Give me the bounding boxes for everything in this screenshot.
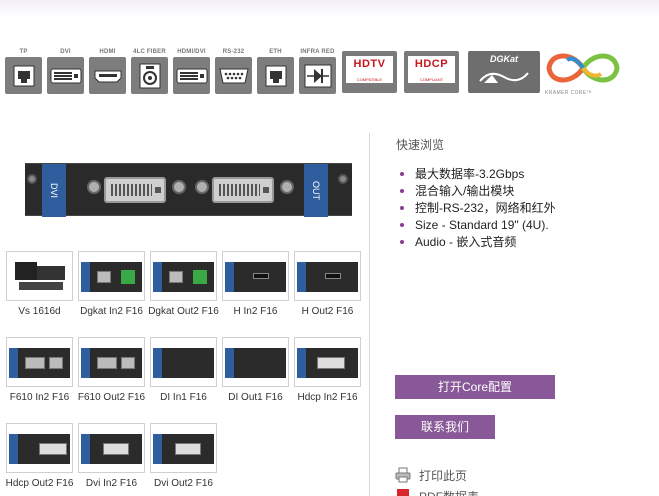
ethernet-connector-icon: ETH bbox=[257, 48, 294, 94]
connector-label: TP bbox=[19, 49, 28, 55]
thumbnail-caption[interactable]: H In2 F16 bbox=[233, 306, 278, 317]
thumbnail-caption[interactable]: H Out2 F16 bbox=[301, 306, 354, 317]
hdtv-badge-subtext: COMPATIBLE bbox=[356, 77, 383, 82]
thumbnail-caption[interactable]: Dvi Out2 F16 bbox=[154, 478, 213, 489]
connector-label: 4LC FIBER bbox=[133, 49, 166, 55]
column-divider bbox=[369, 133, 370, 496]
connector-label: RS-232 bbox=[222, 49, 245, 55]
connector-label: DVI bbox=[60, 49, 71, 55]
pdf-datasheet-link[interactable]: PDF数据表 bbox=[395, 488, 479, 496]
screw-icon bbox=[338, 174, 348, 184]
thumbnail-caption[interactable]: Hdcp Out2 F16 bbox=[5, 478, 74, 489]
out-label: OUT bbox=[311, 181, 321, 200]
dvi-port-icon bbox=[212, 177, 274, 203]
hdmi-connector-icon: HDMI bbox=[89, 48, 126, 94]
hdcp-badge-subtext: COMPLIANT bbox=[419, 77, 444, 82]
product-main-image: DVI OUT bbox=[25, 163, 352, 217]
dvi-port-icon bbox=[104, 177, 166, 203]
thumbnail-caption[interactable]: Dgkat In2 F16 bbox=[80, 306, 143, 317]
screw-icon bbox=[195, 180, 209, 194]
feature-item: 混合输入/输出模块 bbox=[399, 183, 556, 200]
fiber-connector-icon: 4LC FIBER bbox=[131, 48, 168, 94]
printer-icon bbox=[395, 467, 411, 483]
screw-icon bbox=[27, 174, 37, 184]
rs232-connector-icon: RS-232 bbox=[215, 48, 252, 94]
connector-label: HDMI bbox=[99, 49, 116, 55]
print-page-link[interactable]: 打印此页 bbox=[395, 466, 467, 484]
thumbnail-caption[interactable]: Dgkat Out2 F16 bbox=[148, 306, 219, 317]
hdcp-badge: HDCP COMPLIANT bbox=[404, 51, 459, 93]
dvi-label: DVI bbox=[49, 182, 59, 198]
kramer-core-text: KRAMER CORE™ bbox=[545, 90, 593, 96]
dgkat-cat-icon bbox=[479, 72, 529, 83]
out-label-strip: OUT bbox=[304, 164, 328, 217]
screw-icon bbox=[87, 180, 101, 194]
kramer-core-logo: KRAMER CORE™ bbox=[543, 48, 623, 96]
feature-item: 最大数据率-3.2Gbps bbox=[399, 166, 556, 183]
thumbnail-caption[interactable]: DI In1 F16 bbox=[160, 392, 207, 403]
connector-label: HDMI/DVI bbox=[177, 49, 206, 55]
tp-rj45-icon: TP bbox=[5, 48, 42, 94]
feature-item: 控制-RS-232，网络和红外 bbox=[399, 200, 556, 217]
quick-view-title: 快速浏览 bbox=[396, 138, 445, 152]
connector-label: ETH bbox=[269, 49, 282, 55]
thumbnail-caption[interactable]: Vs 1616d bbox=[18, 306, 61, 317]
pdf-icon bbox=[397, 489, 409, 496]
hdcp-badge-text: HDCP bbox=[414, 58, 449, 70]
dvi-label-strip: DVI bbox=[42, 164, 66, 217]
thumbnail-caption[interactable]: Dvi In2 F16 bbox=[85, 478, 138, 489]
dvi-connector-icon: DVI bbox=[47, 48, 84, 94]
dgkat-badge: DGKat bbox=[468, 51, 540, 93]
thumbnail-caption[interactable]: F610 Out2 F16 bbox=[77, 392, 146, 403]
screw-icon bbox=[280, 180, 294, 194]
hdmi-dvi-connector-icon: HDMI/DVI bbox=[173, 48, 210, 94]
thumbnail-caption[interactable]: DI Out1 F16 bbox=[228, 392, 283, 403]
infrared-icon: INFRA RED bbox=[299, 48, 336, 94]
thumbnail-caption[interactable]: F610 In2 F16 bbox=[9, 392, 70, 403]
thumbnail-caption[interactable]: Hdcp In2 F16 bbox=[297, 392, 358, 403]
contact-us-button[interactable]: 联系我们 bbox=[395, 415, 495, 439]
feature-item: Size - Standard 19" (4U). bbox=[399, 217, 556, 234]
print-page-label[interactable]: 打印此页 bbox=[419, 468, 468, 483]
dgkat-badge-text: DGKat bbox=[489, 54, 518, 64]
hdtv-badge-text: HDTV bbox=[353, 58, 386, 70]
feature-list: 最大数据率-3.2Gbps 混合输入/输出模块 控制-RS-232，网络和红外 … bbox=[399, 166, 556, 251]
open-core-config-button[interactable]: 打开Core配置 bbox=[395, 375, 555, 399]
connector-label: INFRA RED bbox=[300, 49, 335, 55]
top-band bbox=[0, 0, 659, 18]
screw-icon bbox=[172, 180, 186, 194]
hdtv-badge: HDTV COMPATIBLE bbox=[342, 51, 397, 93]
feature-item: Audio - 嵌入式音频 bbox=[399, 234, 556, 251]
pdf-datasheet-label[interactable]: PDF数据表 bbox=[419, 488, 479, 496]
